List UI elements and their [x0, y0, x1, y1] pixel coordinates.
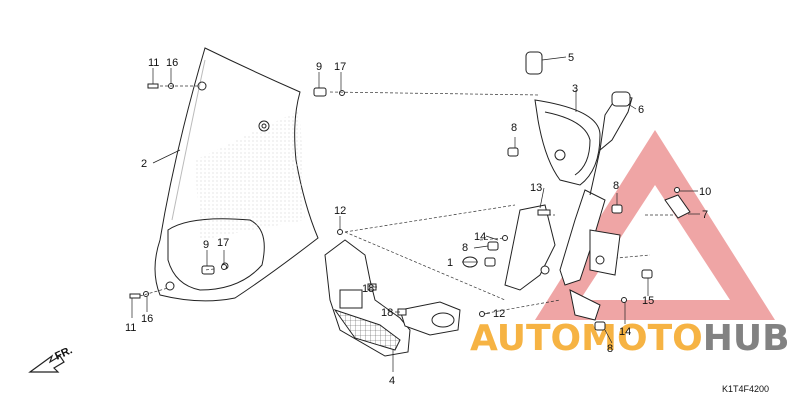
callout-4: 4: [389, 375, 395, 387]
callout-17: 17: [334, 61, 346, 73]
callout-8: 8: [462, 242, 468, 254]
windscreen: [154, 47, 319, 302]
callout-18: 18: [362, 283, 374, 295]
callout-16-lower: 16: [141, 313, 153, 325]
front-direction-arrow: FR.: [28, 344, 74, 373]
front-label: FR.: [53, 344, 74, 362]
callout-10: 10: [699, 186, 711, 198]
watermark-hub: HUB: [703, 318, 790, 359]
callout-14: 14: [474, 231, 486, 243]
callout-6: 6: [638, 104, 644, 116]
callouts: 11 16 2 9 17 9 17 11 16 12 12 14 8 1 18 …: [125, 52, 711, 387]
callout-16: 16: [166, 57, 178, 69]
svg-text:AUTOMOTOHUB: AUTOMOTOHUB: [470, 318, 790, 359]
diagram-code: K1T4F4200: [722, 384, 769, 394]
callout-8-lower: 8: [607, 343, 613, 355]
callout-17-lower: 17: [217, 237, 229, 249]
callout-12: 12: [334, 205, 346, 217]
watermark-logo: AUTOMOTOHUB: [470, 130, 790, 359]
callout-2: 2: [141, 158, 147, 170]
leader-lines: [131, 56, 700, 372]
callout-18-lower: 18: [381, 307, 393, 319]
callout-9-lower: 9: [203, 239, 209, 251]
lower-cover: [324, 239, 461, 357]
callout-9: 9: [316, 61, 322, 73]
callout-14-lower: 14: [619, 326, 631, 338]
callout-3: 3: [572, 83, 578, 95]
callout-8-upper: 8: [511, 122, 517, 134]
watermark-auto: AUTO: [470, 318, 581, 359]
callout-8-right: 8: [613, 180, 619, 192]
callout-7: 7: [702, 209, 708, 221]
callout-12-lower: 12: [493, 308, 505, 320]
callout-11: 11: [148, 57, 159, 69]
stay-bracket: [337, 51, 691, 331]
callout-11-lower: 11: [125, 322, 136, 334]
callout-1: 1: [447, 257, 453, 269]
watermark-triangle: [535, 130, 775, 320]
callout-15: 15: [642, 295, 654, 307]
callout-5: 5: [568, 52, 574, 64]
callout-13: 13: [530, 182, 542, 194]
